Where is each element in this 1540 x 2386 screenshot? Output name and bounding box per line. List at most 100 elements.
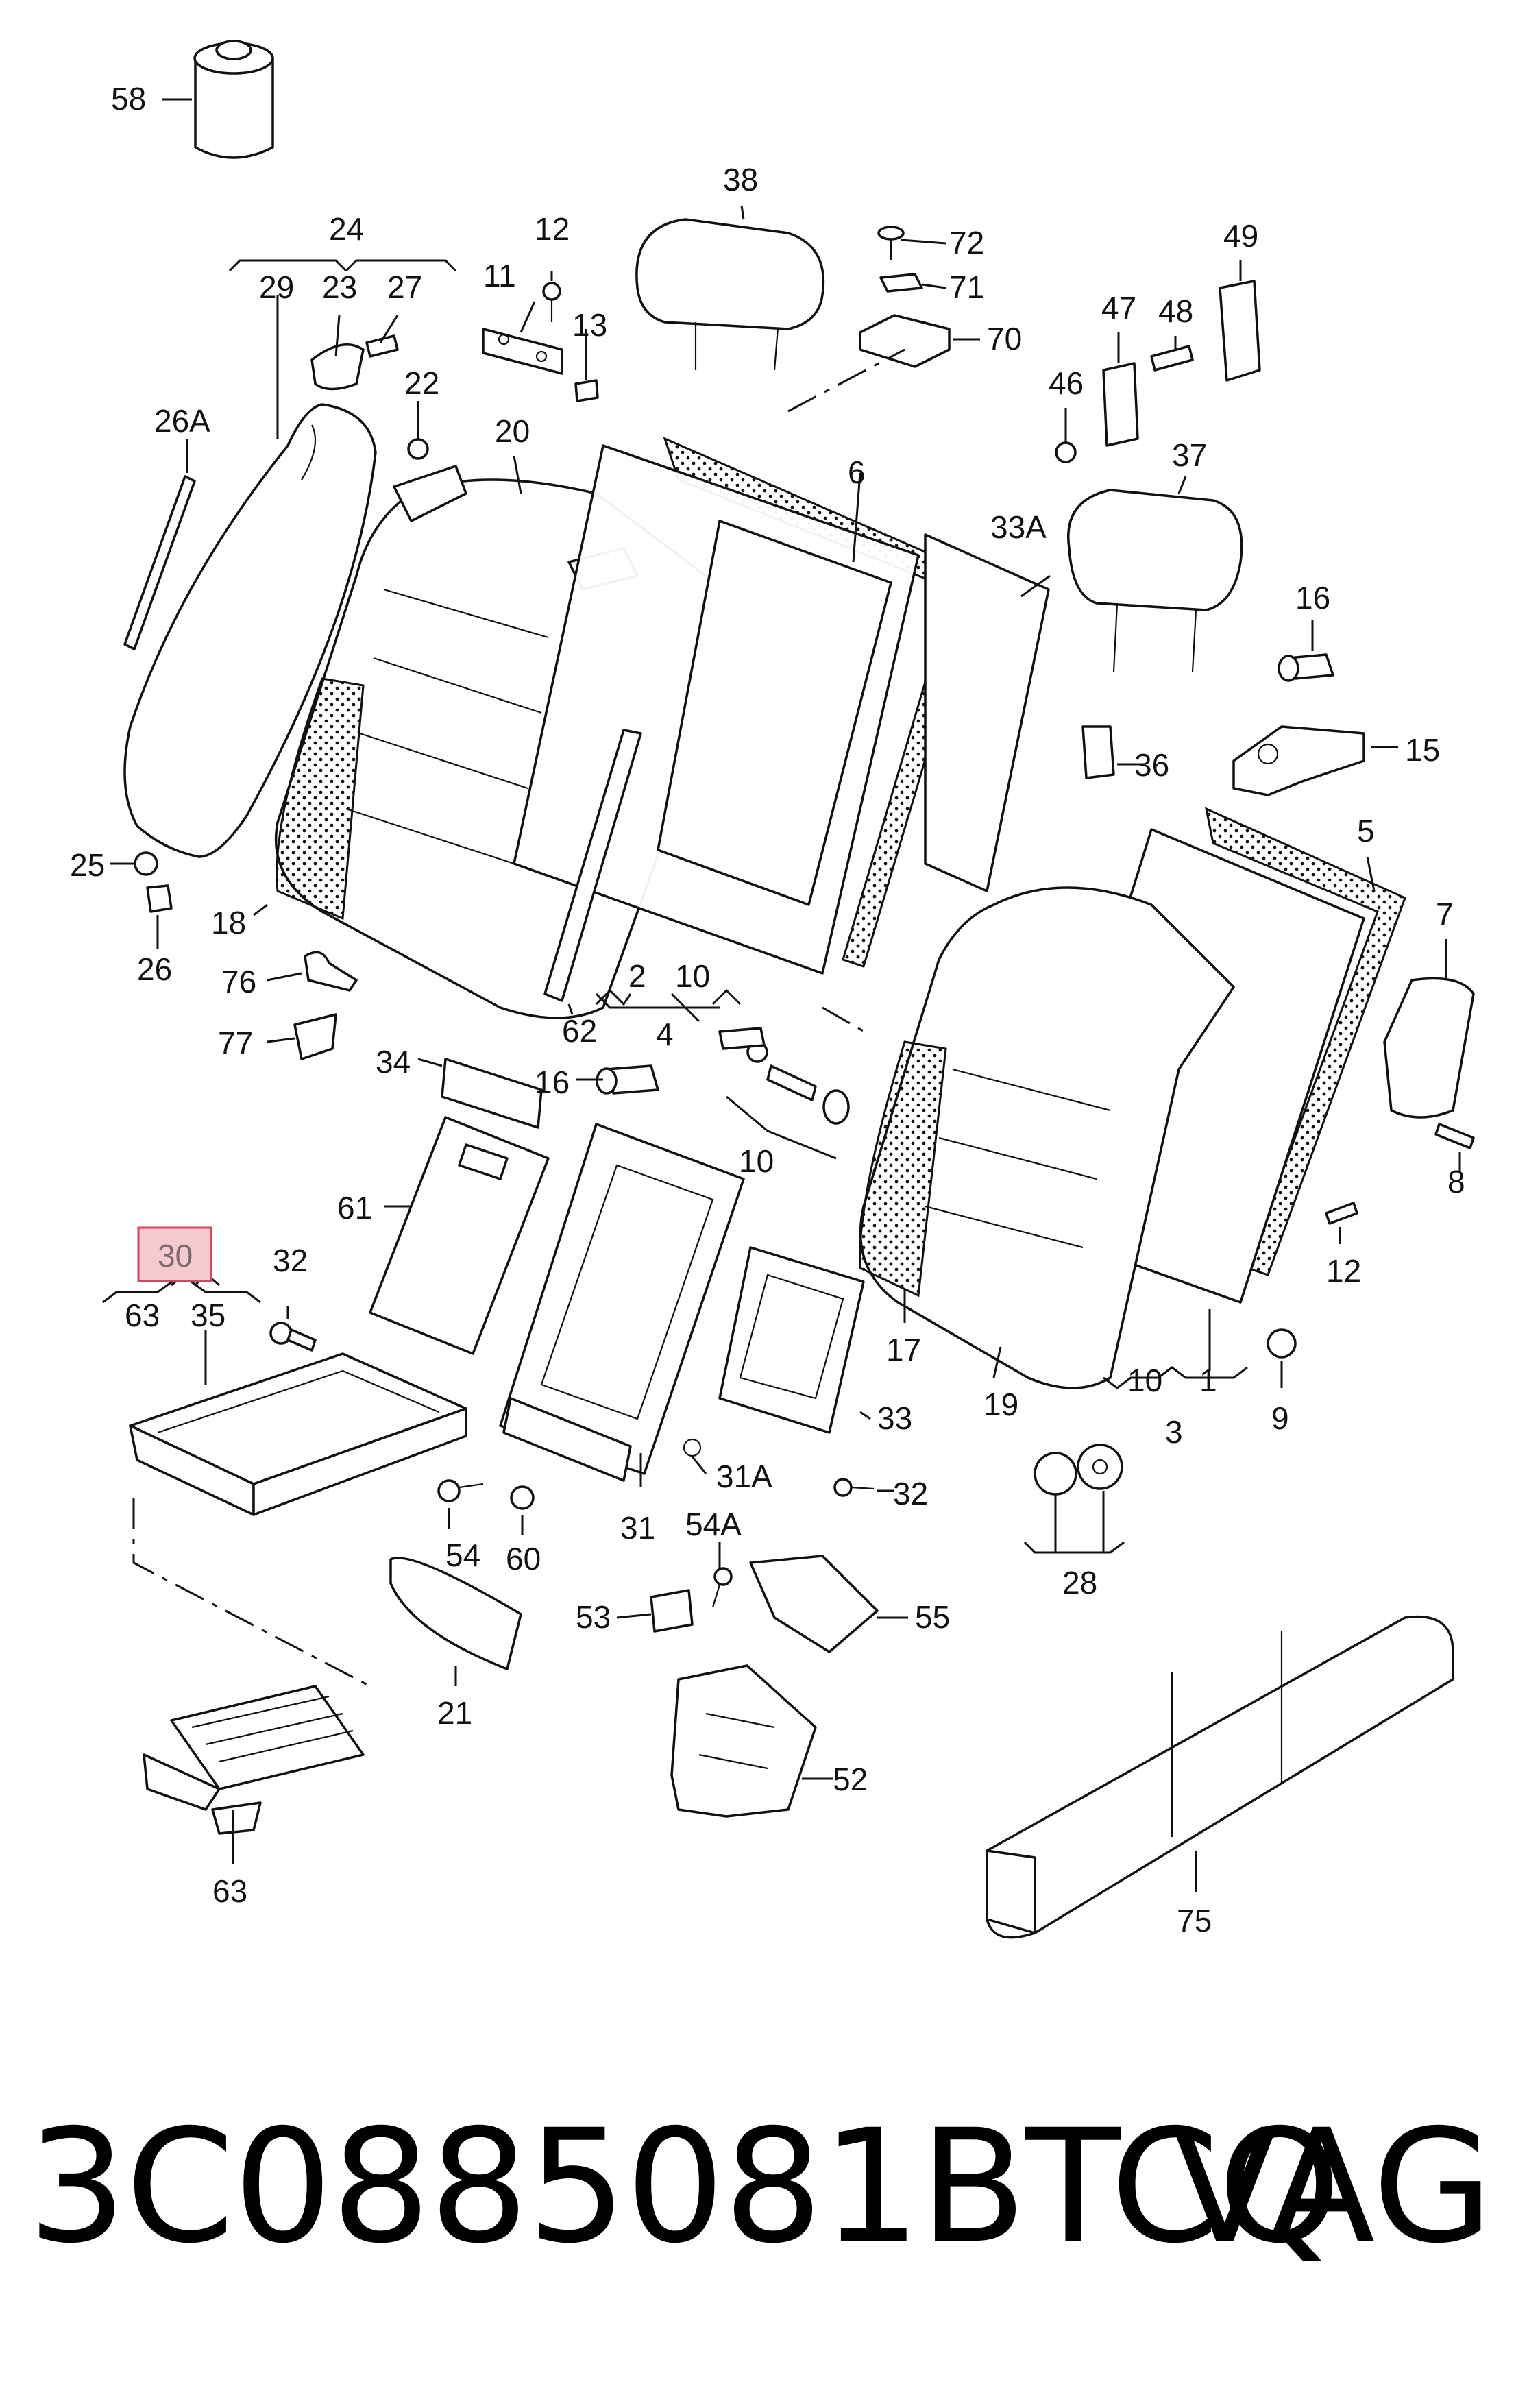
part-12-screw-right <box>1325 1202 1358 1225</box>
callout-58: 58 <box>111 81 146 117</box>
part-63-rail <box>143 1685 365 1835</box>
part-76-clip <box>304 951 358 992</box>
part-21-cover <box>389 1557 522 1670</box>
part-34-strip <box>441 1058 543 1129</box>
callout-20: 20 <box>495 413 530 449</box>
part-54A-screw <box>711 1567 733 1608</box>
callout-62: 62 <box>562 1013 597 1049</box>
part-25-nut <box>134 851 158 876</box>
callout-49: 49 <box>1223 218 1258 254</box>
part-29-bolster <box>123 403 377 858</box>
part-19-backrest <box>859 886 1235 1389</box>
part-9-plug <box>1267 1328 1297 1359</box>
part-47-plate <box>1102 362 1139 447</box>
part-72-screw <box>877 226 905 260</box>
callout-7: 7 <box>1436 897 1454 932</box>
callout-72: 72 <box>949 225 984 260</box>
part-54-bolt <box>437 1479 484 1502</box>
part-32-bolt <box>269 1322 317 1352</box>
callout-17: 17 <box>886 1332 921 1367</box>
callout-8: 8 <box>1447 1164 1465 1200</box>
part-62-rail <box>543 729 642 1002</box>
callout-10-b: 10 <box>739 1143 774 1179</box>
callout-29: 29 <box>259 269 294 305</box>
callout-27: 27 <box>387 269 422 305</box>
part-49-cover <box>1219 280 1261 382</box>
callout-32-mid: 32 <box>273 1243 308 1278</box>
callout-16-mid: 16 <box>535 1064 570 1100</box>
part-70-bracket <box>859 314 951 368</box>
callout-25: 25 <box>70 847 105 883</box>
callout-18: 18 <box>211 905 246 940</box>
callout-34: 34 <box>376 1044 411 1080</box>
callout-54: 54 <box>445 1537 480 1573</box>
part-37-headrest <box>1067 489 1243 672</box>
callout-5: 5 <box>1357 813 1375 849</box>
exploded-seat-diagram: 58 24 29 23 27 22 26A 20 12 11 13 38 72 … <box>70 40 1475 1939</box>
part-11-bracket <box>482 328 563 375</box>
callout-55: 55 <box>915 1599 950 1635</box>
callout-38: 38 <box>723 162 758 197</box>
callout-54A: 54A <box>685 1507 742 1542</box>
part-16-plug-mid <box>596 1064 659 1095</box>
callout-47: 47 <box>1101 290 1136 326</box>
callout-26: 26 <box>137 951 172 987</box>
part-16-plug <box>1278 653 1334 682</box>
part-33A-panel <box>924 533 1050 892</box>
callout-33: 33 <box>877 1400 912 1436</box>
part-52-bracket <box>670 1664 817 1818</box>
callout-16-top: 16 <box>1295 580 1330 616</box>
callout-24: 24 <box>329 211 364 247</box>
callout-19: 19 <box>983 1387 1018 1422</box>
part-22-nut <box>407 438 429 460</box>
callout-12-right: 12 <box>1326 1253 1361 1289</box>
part-33-bracket <box>718 1246 865 1434</box>
part-26A-rod <box>123 475 196 650</box>
part-36-sleeve <box>1081 725 1115 779</box>
part-60-nut <box>510 1485 535 1510</box>
callout-4: 4 <box>656 1017 674 1052</box>
callout-35: 35 <box>191 1298 225 1333</box>
part-32-screw-right <box>833 1478 875 1497</box>
part-28-caps <box>1034 1444 1123 1496</box>
callout-23: 23 <box>322 269 357 305</box>
callout-10-c: 10 <box>1127 1363 1162 1398</box>
part-6-frame <box>513 437 981 975</box>
callout-61: 61 <box>337 1190 372 1226</box>
part-26-clip <box>146 884 173 913</box>
part-48-bolt <box>1150 345 1194 372</box>
part-75-ski-bag <box>986 1615 1454 1939</box>
callout-13: 13 <box>572 307 607 343</box>
part-8-screw <box>1434 1123 1475 1149</box>
callout-22: 22 <box>404 365 439 401</box>
callout-48: 48 <box>1158 293 1193 329</box>
callout-36: 36 <box>1134 747 1169 783</box>
callout-63-top: 63 <box>125 1298 160 1333</box>
callout-30: 30 <box>158 1238 193 1274</box>
part-46-washer <box>1055 441 1077 463</box>
callout-labels: 58 24 29 23 27 22 26A 20 12 11 13 38 72 … <box>70 81 1465 1938</box>
callout-12-top: 12 <box>535 211 570 247</box>
part-31A-ring <box>683 1438 702 1457</box>
callout-60: 60 <box>506 1541 541 1577</box>
callout-31A: 31A <box>716 1459 772 1494</box>
callout-32-right: 32 <box>893 1476 928 1511</box>
part-38-headrest <box>635 218 825 371</box>
callout-21: 21 <box>437 1695 472 1731</box>
part-55-cover <box>749 1555 879 1653</box>
callout-9: 9 <box>1271 1400 1289 1436</box>
callout-37: 37 <box>1172 437 1207 473</box>
callout-31: 31 <box>620 1510 655 1546</box>
part-31-armrest-frame <box>499 1123 745 1482</box>
callout-52: 52 <box>833 1762 868 1797</box>
part-12-screw-top <box>542 282 561 322</box>
part-30-armrest <box>129 1352 467 1516</box>
callout-26A: 26A <box>154 403 210 439</box>
part-10-bolt <box>718 1027 850 1125</box>
callout-33A: 33A <box>990 509 1047 545</box>
brand-name: VAG <box>1171 2095 1493 2278</box>
callout-3: 3 <box>1165 1414 1183 1450</box>
part-53-clip <box>650 1589 694 1633</box>
callout-28: 28 <box>1062 1565 1097 1600</box>
